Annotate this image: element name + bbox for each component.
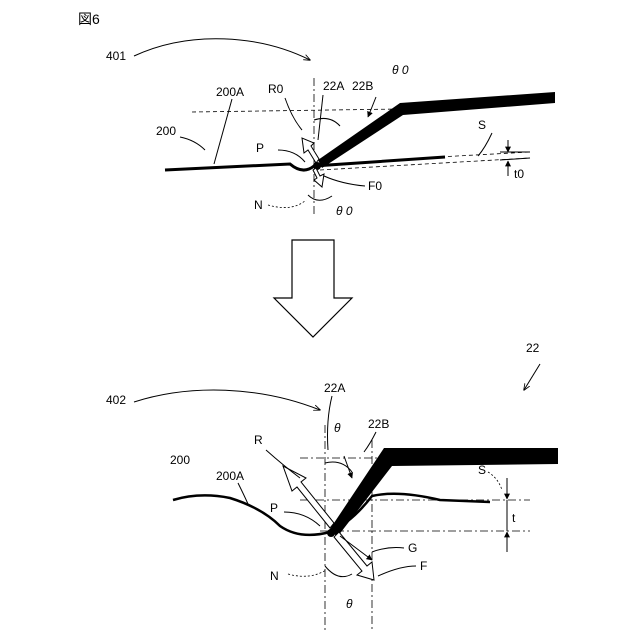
top-label-r0: R0 — [268, 82, 284, 96]
bottom-blade-ref-arrow — [524, 364, 540, 390]
bottom-label-theta-bottom: θ — [346, 597, 353, 611]
bottom-label-f: F — [420, 559, 427, 573]
bottom-label-g: G — [408, 541, 417, 555]
bottom-label-t: t — [512, 511, 516, 525]
top-label-theta0-lower: θ 0 — [336, 204, 353, 218]
bottom-p-leader — [284, 512, 320, 526]
top-theta0-arc-lower — [308, 195, 332, 200]
bottom-label-200: 200 — [170, 453, 190, 467]
bottom-f-arrow — [334, 532, 374, 580]
top-label-200: 200 — [156, 124, 176, 138]
top-label-p: P — [256, 141, 264, 155]
top-sheet — [165, 157, 445, 170]
top-diagram: 401 — [106, 39, 555, 218]
top-p-leader — [278, 150, 305, 162]
top-label-s: S — [478, 118, 486, 132]
bottom-label-p: P — [270, 501, 278, 515]
top-r0-arrow — [302, 138, 319, 163]
bottom-blade — [328, 448, 558, 536]
bottom-diagram: 402 22 — [106, 341, 558, 630]
bottom-r-leader — [266, 450, 300, 478]
bottom-n-leader — [288, 570, 326, 576]
top-label-22b: 22B — [352, 79, 373, 93]
bottom-22b-leader — [364, 432, 376, 452]
top-label-t0: t0 — [514, 167, 524, 181]
bottom-blade-ref: 22 — [526, 341, 540, 355]
bottom-s-leader — [488, 472, 502, 490]
top-label-n: N — [254, 198, 263, 212]
top-label-f0: F0 — [368, 179, 382, 193]
top-200-leader — [180, 137, 205, 150]
bottom-r-arrow — [283, 466, 334, 528]
bottom-label-n: N — [270, 569, 279, 583]
bottom-22a-leader — [328, 396, 333, 450]
bottom-ref-leader — [134, 390, 320, 410]
top-f0-arrow — [313, 168, 324, 187]
transition-arrow — [274, 240, 352, 337]
top-bend-reference — [192, 109, 400, 112]
bottom-label-s: S — [478, 463, 486, 477]
top-200a-leader — [214, 99, 232, 164]
figure-label: 図6 — [78, 11, 100, 27]
bottom-label-theta-top: θ — [334, 421, 341, 435]
top-ref-label: 401 — [106, 49, 126, 63]
bottom-theta-arc-lower — [325, 566, 352, 577]
top-t0-tick-lower — [500, 158, 530, 160]
bottom-label-r: R — [254, 433, 263, 447]
bottom-label-200a: 200A — [216, 469, 244, 483]
top-r0-leader — [285, 98, 302, 130]
top-theta0-arc-upper — [314, 118, 340, 126]
bottom-g-leader — [372, 548, 404, 553]
top-blade-bend-arrow — [368, 97, 376, 117]
bottom-ref-label: 402 — [106, 393, 126, 407]
top-label-theta0: θ 0 — [392, 63, 409, 77]
top-f0-leader — [324, 176, 365, 186]
top-n-leader — [268, 200, 306, 208]
bottom-label-22b: 22B — [368, 417, 389, 431]
top-label-22a: 22A — [323, 79, 344, 93]
top-ref-leader — [134, 39, 310, 60]
bottom-theta-arrow — [344, 456, 352, 478]
top-22a-leader — [318, 95, 323, 140]
bottom-blade-tip — [327, 529, 335, 537]
bottom-f-leader — [378, 566, 416, 576]
top-s-leader — [478, 133, 492, 156]
bottom-label-22a: 22A — [324, 381, 345, 395]
top-label-200a: 200A — [216, 85, 244, 99]
